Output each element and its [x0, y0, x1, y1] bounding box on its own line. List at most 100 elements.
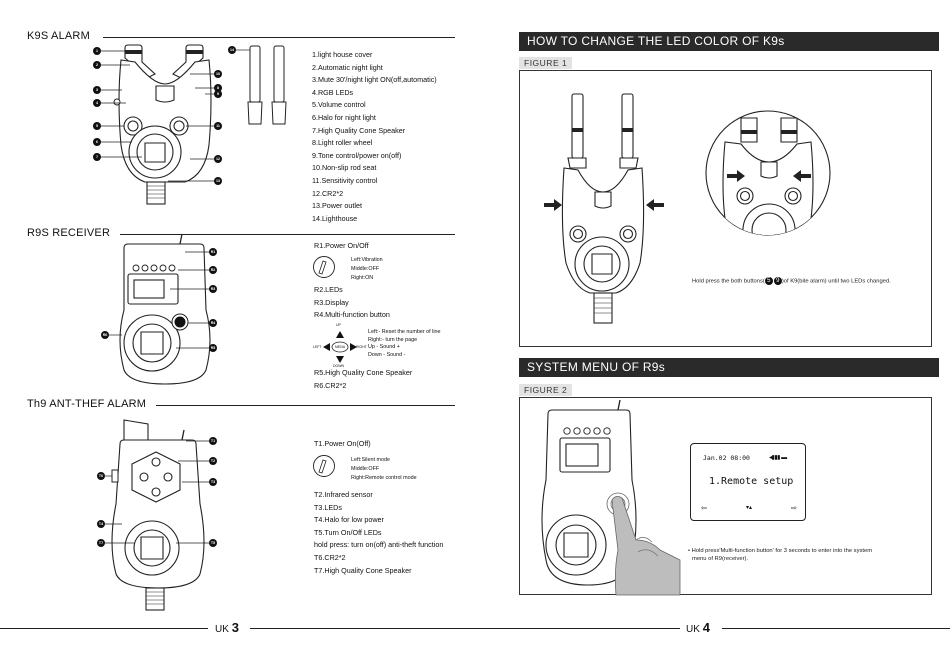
th9-section-title: Th9 ANT-THEF ALARM: [27, 398, 147, 410]
dpad-right-label: RIGHT: [356, 345, 367, 349]
fig2-note-line: menu of R9(receiver).: [692, 556, 749, 562]
callout-badge: 9: [773, 277, 782, 285]
lcd-left-arrow-icon: ⇦: [701, 505, 707, 512]
list-item: R6.CR2*2: [314, 380, 347, 390]
th9-antitheft-illustration: [111, 419, 205, 611]
callout-number: T6: [98, 474, 104, 478]
list-item: R5.High Quality Cone Speaker: [314, 368, 413, 377]
r9s-r1-option: Middle:OFF: [351, 266, 380, 272]
k9s-title-rule: [103, 37, 455, 38]
list-item: 4.RGB LEDs: [312, 87, 354, 97]
callout-number: T7: [98, 541, 104, 545]
lcd-right-arrow-icon: ⇨: [791, 505, 797, 512]
menu-section-title: SYSTEM MENU OF R9s: [519, 358, 939, 377]
list-item: T7.High Quality Cone Speaker: [314, 565, 412, 575]
power-switch-icon: [313, 455, 335, 477]
list-item: R2.LEDs: [314, 285, 343, 294]
dpad-diagram: [323, 331, 357, 363]
list-item: R3.Display: [314, 297, 349, 307]
list-item: 14.Lighthouse: [312, 213, 358, 223]
list-item: 1.light house cover: [312, 50, 373, 59]
dpad-note: Right:- turn the page: [368, 336, 418, 343]
figure-2-tag: FIGURE 2: [519, 384, 573, 396]
lcd-menu-option: 1.Remote setup: [709, 476, 794, 487]
list-item: R4.Multi-function button: [314, 310, 390, 320]
lcd-updown-arrow-icon: ▾▴: [746, 505, 753, 511]
r9s-feature-list: R2.LEDs R3.Display R4.Multi-function but…: [314, 284, 390, 322]
list-item: 11.Sensitivity control: [312, 175, 378, 185]
callout-number: 1: [96, 49, 98, 53]
fig2-receiver-hand-illustration: [541, 399, 681, 596]
footer-rule-right: [722, 628, 950, 629]
callout-number: T4: [98, 522, 104, 526]
list-item: 2.Automatic night light: [312, 62, 383, 72]
lcd-display: Jan.02 08:00 ◂▮▮▮ ▬ 1.Remote setup ⇦ ▾▴ …: [690, 443, 806, 521]
dpad-note: Down - Sound -: [368, 351, 406, 358]
th9-title-rule: [156, 405, 455, 406]
callout-number: T5: [210, 541, 216, 545]
callout-number: 3: [96, 88, 98, 92]
page-number-right: UK 4: [686, 620, 710, 635]
footer-page-number: 3: [231, 620, 239, 635]
k9s-bite-alarm-illustration: [113, 44, 212, 205]
dpad-function-notes: Left:- Reset the number of line Right:- …: [368, 329, 441, 359]
dpad-left-label: LEFT: [313, 345, 322, 349]
callout-number: T2: [210, 459, 216, 463]
th9-t1-option: Left:Silent mode: [351, 457, 390, 463]
fig2-note-line: • Hold press'Multi-function button' for …: [688, 548, 873, 554]
figure-1-tag: FIGURE 1: [519, 57, 573, 69]
list-item: 10.Non-slip rod seat: [312, 163, 377, 173]
callout-number: 12: [216, 157, 220, 161]
footer-uk-label: UK: [686, 624, 700, 635]
k9s-section-title: K9S ALARM: [27, 30, 90, 42]
callout-number: 6: [96, 140, 98, 144]
callout-number: 7: [96, 155, 98, 159]
list-item: 7.High Quality Cone Speaker: [312, 125, 406, 135]
list-item: 13.Power outlet: [312, 201, 362, 211]
callout-number: 8: [217, 86, 219, 90]
footer-uk-label: UK: [215, 624, 229, 635]
th9-t1-label: T1.Power On(Off): [314, 439, 371, 448]
list-item: T6.CR2*2: [314, 552, 346, 562]
dpad-down-label: DOWN: [333, 364, 345, 368]
lighthouse-rods-illustration: [247, 45, 287, 125]
footer-rule-left: [0, 628, 208, 629]
callout-number: 4: [96, 101, 98, 105]
fig2-instruction-note: • Hold press'Multi-function button' for …: [688, 547, 872, 563]
callout-number: R5: [210, 346, 216, 350]
callout-number: 14: [230, 48, 234, 52]
callout-badge: 5: [764, 277, 773, 285]
th9-callouts: [97, 437, 217, 547]
r9s-r1-label: R1.Power On/Off: [314, 241, 369, 250]
list-item: 12.CR2*2: [312, 188, 344, 198]
callout-number: 9: [217, 92, 219, 96]
r9s-r1-options: Left:Vibration Middle:OFF Right:ON: [351, 256, 383, 283]
r9s-r1-option: Right:ON: [351, 275, 374, 281]
fig1-note-text: Hold press the both buttons(: [692, 278, 765, 285]
r9s-r1-option: Left:Vibration: [351, 257, 383, 263]
list-item: 5.Volume control: [312, 100, 366, 110]
callout-number: R6: [102, 333, 108, 337]
list-item: T5.Turn On/Off LEDs: [314, 527, 382, 537]
lcd-date-time: Jan.02 08:00: [703, 454, 750, 462]
list-item: T3.LEDs: [314, 502, 342, 512]
callout-number: 5: [96, 124, 98, 128]
callout-number: R1: [210, 250, 216, 254]
th9-t1-options: Left:Silent mode Middle:OFF Right:Remote…: [351, 456, 417, 483]
th9-feature-list: T2.Infrared sensor T3.LEDs T4.Halo for l…: [314, 489, 443, 577]
list-item: T4.Halo for low power: [314, 515, 384, 525]
dpad-up-label: UP: [336, 323, 341, 327]
power-switch-icon: [313, 256, 335, 278]
footer-page-number: 4: [702, 620, 710, 635]
figure-2-box: [519, 397, 932, 595]
fig1-note-text: )of K9(bite alarm) until two LEDs change…: [781, 278, 891, 285]
figure-1-box: [519, 70, 932, 347]
led-section-title: HOW TO CHANGE THE LED COLOR OF K9s: [519, 32, 939, 51]
list-item: hold press: turn on(off) anti-theft func…: [314, 540, 444, 550]
dpad-center-label: MENU: [335, 345, 346, 349]
th9-t1-option: Middle:OFF: [351, 466, 380, 472]
callout-number: R4: [210, 321, 216, 325]
r9s-section-title: R9S RECEIVER: [27, 227, 111, 239]
fig1-k9-device: [544, 93, 664, 324]
